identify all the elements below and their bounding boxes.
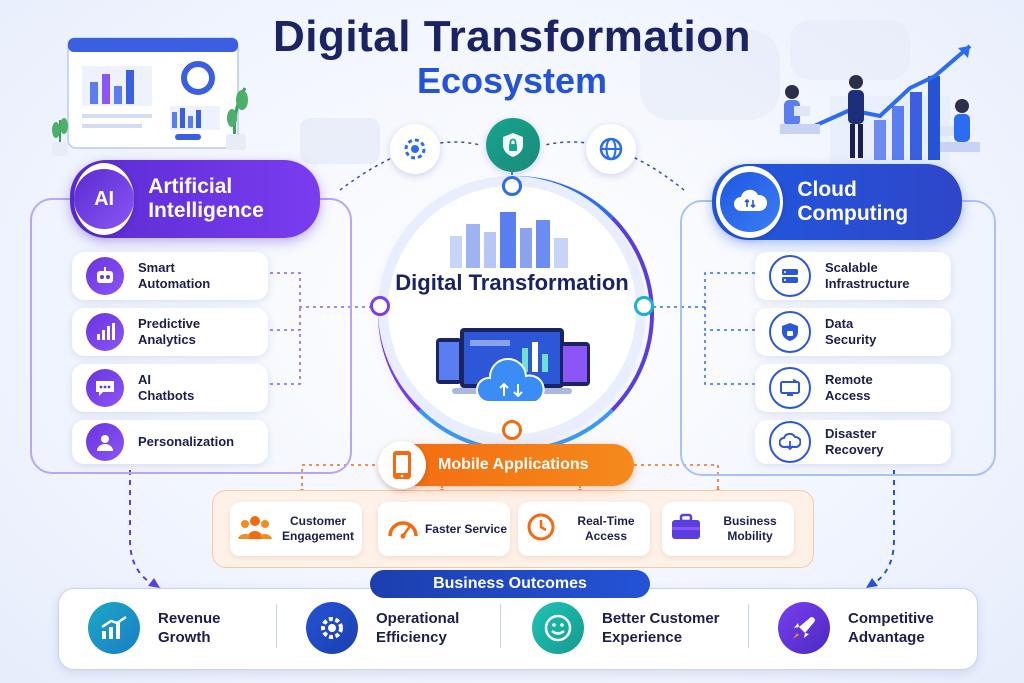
cloud-item-label: Disaster Recovery [825, 426, 884, 457]
mobile-item-real-time-access: Real-Time Access [518, 502, 650, 556]
cloud-download-icon [769, 421, 811, 463]
shield-lock-icon [486, 118, 540, 172]
robot-icon [86, 257, 124, 295]
outcome-revenue-growth: Revenue Growth [88, 598, 238, 658]
mobile-item-label: Customer Engagement [281, 514, 354, 543]
outcome-divider [276, 604, 277, 648]
cloud-item-data-security: Data Security [755, 308, 951, 356]
cloud-item-remote-access: Remote Access [755, 364, 951, 412]
outcome-label: Better Customer Experience [602, 610, 720, 646]
outcome-competitive-advantage: Competitive Advantage [778, 598, 948, 658]
ai-header: AI Artificial Intelligence [70, 160, 320, 238]
server-icon [769, 255, 811, 297]
cloud-item-scalable-infrastructure: Scalable Infrastructure [755, 252, 951, 300]
center-title: Digital Transformation [395, 270, 629, 295]
ai-item-label: Predictive Analytics [138, 316, 201, 347]
ai-item-personalization: Personalization [72, 420, 268, 464]
mobile-item-label: Real-Time Access [577, 514, 635, 543]
outcome-divider [500, 604, 501, 648]
outcome-operational-efficiency: Operational Efficiency [306, 598, 476, 658]
hub-dot-bottom [502, 420, 522, 440]
outcome-label: Revenue Growth [158, 610, 221, 646]
mobile-item-label: Business Mobility [723, 514, 777, 543]
cloud-item-disaster-recovery: Disaster Recovery [755, 420, 951, 464]
cloud-item-label: Remote Access [825, 372, 873, 403]
ai-item-label: AI Chatbots [138, 372, 195, 403]
hub-dot-right [634, 296, 654, 316]
outcome-divider [748, 604, 749, 648]
briefcase-icon [670, 513, 706, 546]
cloud-item-label: Scalable Infrastructure [825, 260, 910, 291]
ai-item-smart-automation: Smart Automation [72, 252, 268, 300]
hub-dot-left [370, 296, 390, 316]
rocket-icon [778, 602, 830, 654]
monitor-wifi-icon [769, 367, 811, 409]
clock-icon [526, 512, 562, 547]
mobile-header: Mobile Applications [378, 441, 634, 489]
outcome-label: Competitive Advantage [848, 610, 934, 646]
people-icon [238, 514, 274, 545]
ai-chip-icon: AI [74, 169, 135, 229]
mobile-item-customer-engagement: Customer Engagement [230, 502, 362, 556]
world-map-dots-right [640, 20, 910, 120]
smile-icon [532, 602, 584, 654]
mobile-header-label: Mobile Applications [438, 456, 589, 473]
city-skyline-icon [450, 212, 568, 268]
cloud-sync-icon [719, 172, 780, 232]
cloud-badge [716, 166, 784, 238]
world-map-dots-left [300, 118, 380, 164]
hub-dot-top [502, 176, 522, 196]
cloud-header: Cloud Computing [712, 164, 962, 240]
ai-header-label: Artificial Intelligence [148, 175, 264, 222]
ai-item-ai-chatbots: AI Chatbots [72, 364, 268, 412]
chat-icon [86, 369, 124, 407]
main-subtitle: Ecosystem [416, 60, 608, 101]
cloud-item-label: Data Security [825, 316, 877, 347]
globe-icon [586, 124, 636, 174]
ai-item-label: Smart Automation [138, 260, 211, 291]
growth-team-illustration [780, 44, 980, 166]
mobile-item-label: Faster Service [424, 521, 508, 536]
speedometer-icon [386, 514, 422, 545]
gear-circuit-icon [390, 124, 440, 174]
outcomes-header: Business Outcomes [370, 570, 650, 598]
dashboard-illustration [52, 37, 248, 156]
ai-badge: AI [74, 163, 135, 235]
main-title: Digital Transformation [273, 12, 751, 61]
outcome-label: Operational Efficiency [376, 610, 460, 646]
gear-icon [306, 602, 358, 654]
ai-item-predictive-analytics: Predictive Analytics [72, 308, 268, 356]
cloud-header-label: Cloud Computing [797, 178, 909, 225]
devices-illustration [436, 328, 590, 403]
outcome-better-customer-experience: Better Customer Experience [532, 598, 732, 658]
bar-chart-icon [86, 313, 124, 351]
mobile-item-business-mobility: Business Mobility [662, 502, 794, 556]
user-icon [86, 423, 124, 461]
growth-chart-icon [88, 602, 140, 654]
lock-icon [769, 311, 811, 353]
ai-item-label: Personalization [138, 434, 235, 449]
mobile-item-faster-service: Faster Service [378, 502, 510, 556]
smartphone-icon [378, 441, 426, 489]
